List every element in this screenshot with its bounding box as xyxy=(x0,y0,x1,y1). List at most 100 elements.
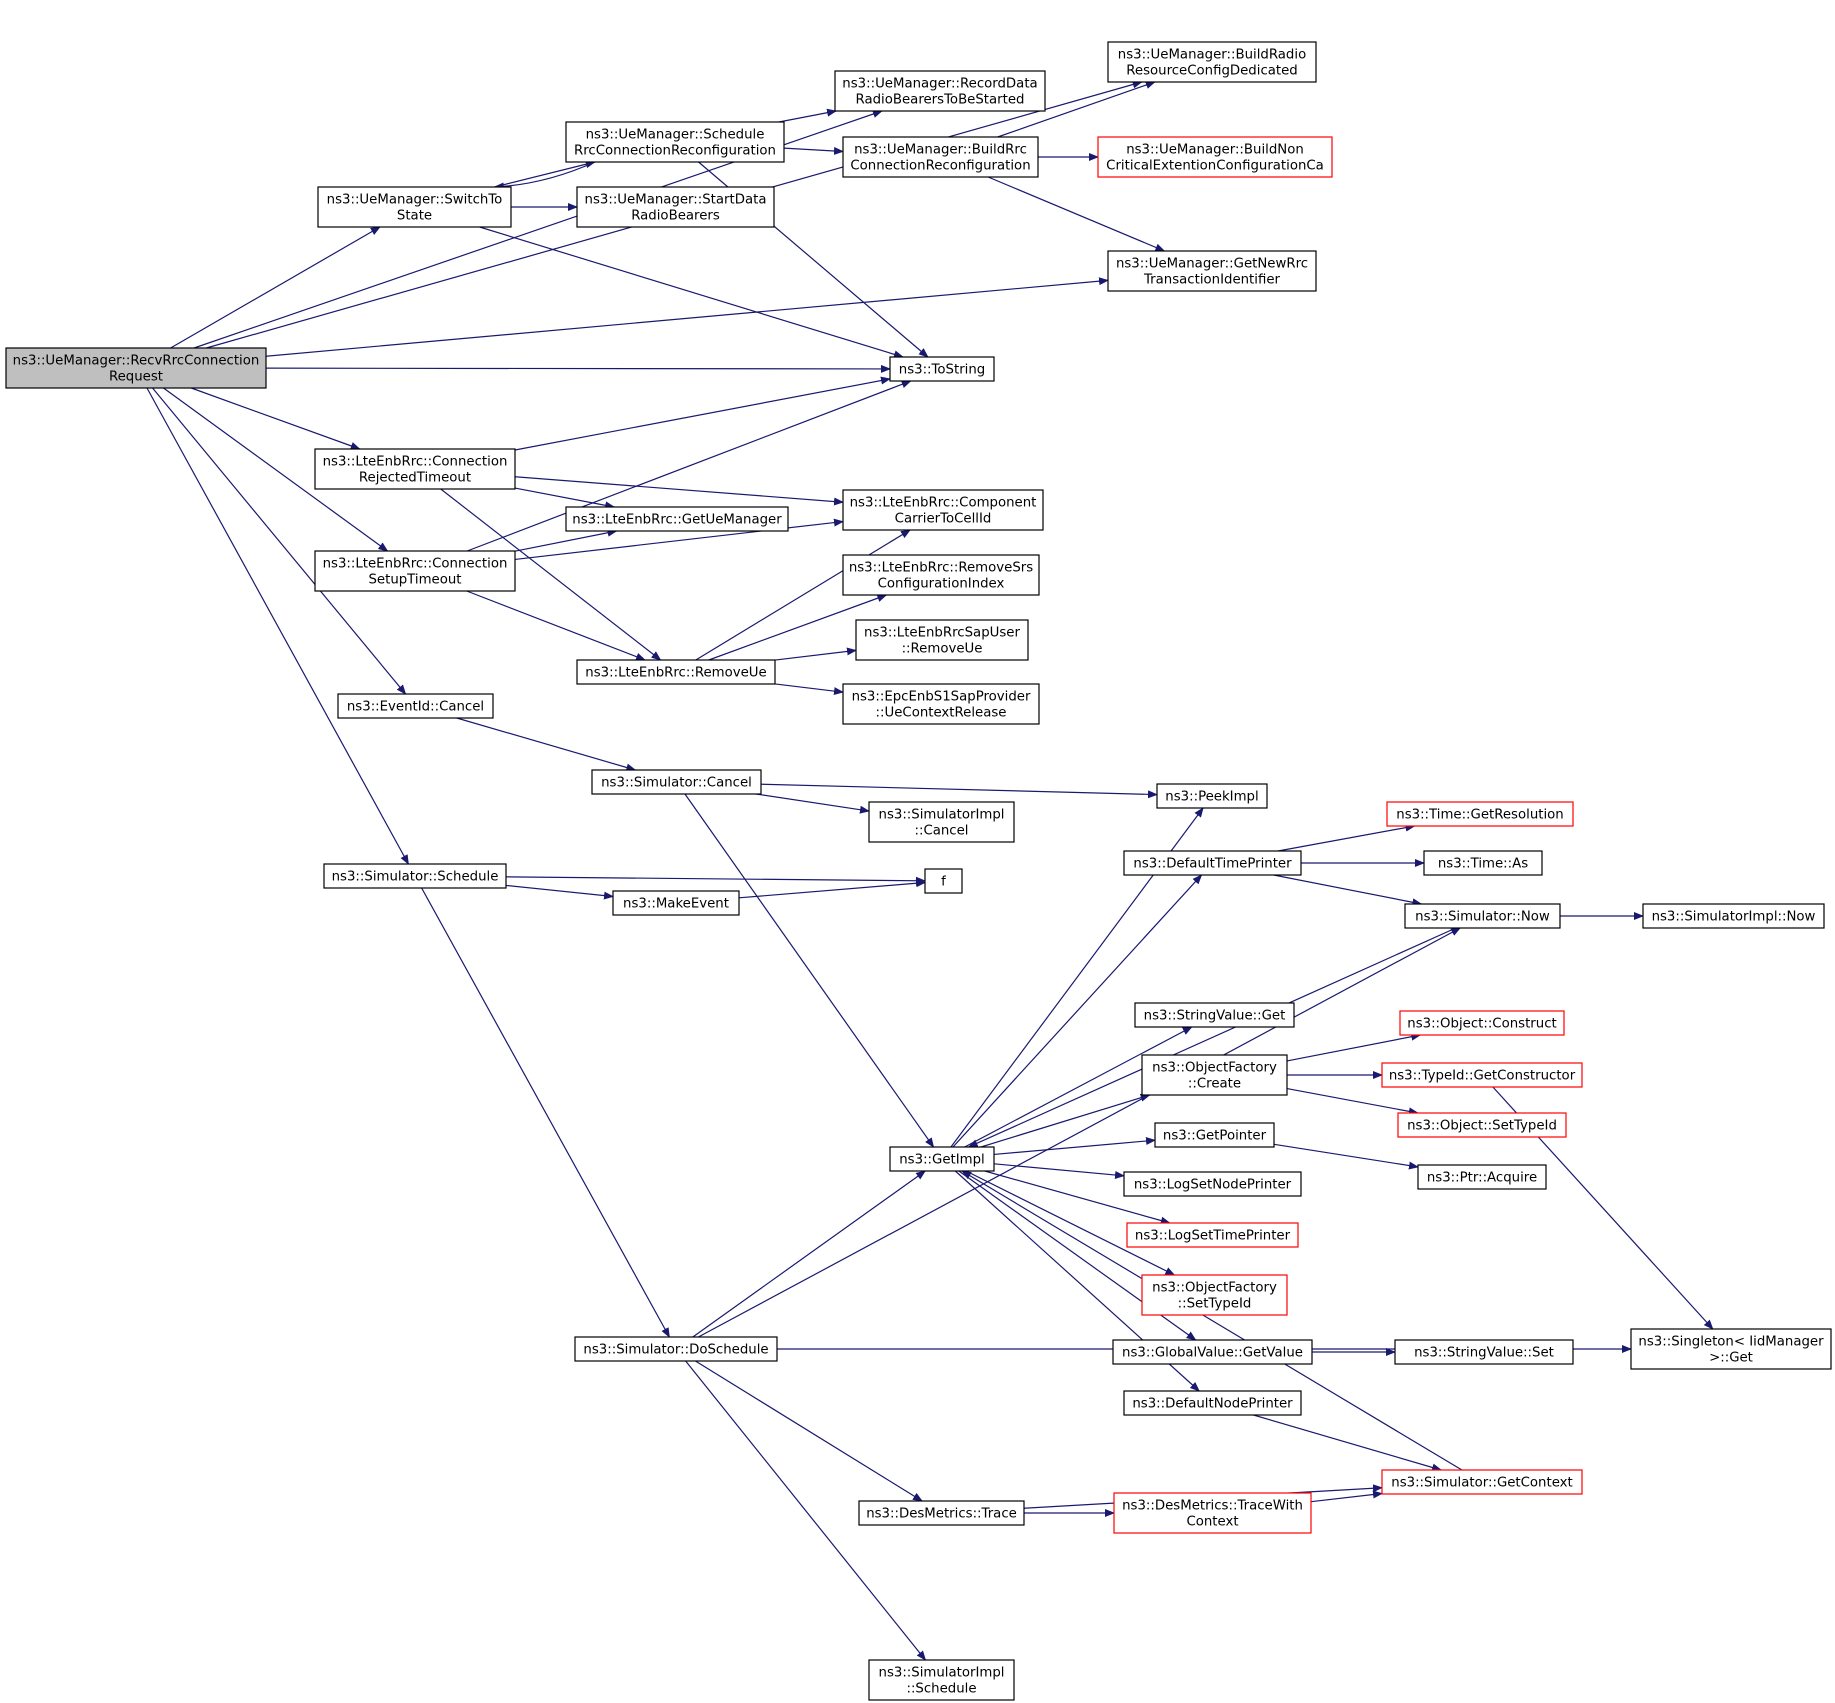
node-removeUe[interactable]: ns3::LteEnbRrc::RemoveUe xyxy=(576,659,776,685)
node-getUeManager[interactable]: ns3::LteEnbRrc::GetUeManager xyxy=(565,506,789,532)
node-eventCancel[interactable]: ns3::EventId::Cancel xyxy=(337,693,494,719)
edge-path xyxy=(1286,1032,1422,1062)
node-objectConstruct[interactable]: ns3::Object::Construct xyxy=(1399,1010,1565,1036)
node-label: RrcConnectionReconfiguration xyxy=(574,144,776,159)
node-label: ns3::Simulator::Cancel xyxy=(601,776,752,791)
node-logSetTime[interactable]: ns3::LogSetTimePrinter xyxy=(1126,1222,1299,1248)
edge-path xyxy=(265,364,891,373)
node-stringValueSet[interactable]: ns3::StringValue::Set xyxy=(1394,1339,1574,1365)
edge-simDoSchedule-to-getImpl xyxy=(692,1170,927,1338)
node-objFactoryCreate[interactable]: ns3::ObjectFactory::Create xyxy=(1141,1054,1288,1096)
node-label: ns3::SimulatorImpl xyxy=(879,1666,1005,1681)
node-desTrace[interactable]: ns3::DesMetrics::Trace xyxy=(858,1500,1025,1526)
node-buildRrc[interactable]: ns3::UeManager::BuildRrcConnectionReconf… xyxy=(842,136,1039,178)
node-timeAs[interactable]: ns3::Time::As xyxy=(1423,850,1543,876)
edge-root-to-getNewRrc xyxy=(265,277,1109,357)
node-label: RejectedTimeout xyxy=(359,471,471,486)
node-timeGetRes[interactable]: ns3::Time::GetResolution xyxy=(1386,801,1574,827)
node-simImplCancel[interactable]: ns3::SimulatorImpl::Cancel xyxy=(868,801,1015,843)
node-stringValueGet[interactable]: ns3::StringValue::Get xyxy=(1134,1002,1295,1028)
node-toString[interactable]: ns3::ToString xyxy=(889,356,995,382)
node-getImpl[interactable]: ns3::GetImpl xyxy=(889,1146,995,1172)
node-buildRadio[interactable]: ns3::UeManager::BuildRadioResourceConfig… xyxy=(1107,41,1317,83)
node-box xyxy=(1123,1390,1302,1416)
node-removeSrs[interactable]: ns3::LteEnbRrc::RemoveSrsConfigurationIn… xyxy=(842,554,1040,596)
node-sapRemoveUe[interactable]: ns3::LteEnbRrcSapUser::RemoveUe xyxy=(855,619,1029,661)
node-label: ns3::LogSetTimePrinter xyxy=(1135,1229,1291,1244)
node-epcRelease[interactable]: ns3::EpcEnbS1SapProvider::UeContextRelea… xyxy=(842,683,1040,725)
node-box xyxy=(1642,903,1825,929)
node-label: ns3::LteEnbRrc::Connection xyxy=(323,455,508,470)
node-f[interactable]: f xyxy=(924,868,963,894)
edge-path xyxy=(778,108,838,123)
node-label: State xyxy=(397,209,432,224)
edge-path xyxy=(191,387,361,450)
node-label: CarrierToCellId xyxy=(895,512,992,527)
node-simImplNow[interactable]: ns3::SimulatorImpl::Now xyxy=(1642,903,1825,929)
node-label: ns3::ObjectFactory xyxy=(1152,1281,1277,1296)
edge-path xyxy=(980,1093,1151,1148)
node-buildNon[interactable]: ns3::UeManager::BuildNonCriticalExtentio… xyxy=(1097,136,1333,178)
node-ptrAcquire[interactable]: ns3::Ptr::Acquire xyxy=(1417,1164,1547,1190)
node-simCancel[interactable]: ns3::Simulator::Cancel xyxy=(591,769,762,795)
node-objFactorySetTypeId[interactable]: ns3::ObjectFactory::SetTypeId xyxy=(1141,1274,1288,1316)
node-simImplSchedule[interactable]: ns3::SimulatorImpl::Schedule xyxy=(868,1659,1015,1701)
node-getPointer[interactable]: ns3::GetPointer xyxy=(1154,1122,1275,1148)
edge-simDoSchedule-to-simImplSchedule xyxy=(685,1360,927,1661)
node-simGetContext[interactable]: ns3::Simulator::GetContext xyxy=(1381,1469,1583,1495)
node-label: ns3::LteEnbRrc::Connection xyxy=(323,557,508,572)
edge-path xyxy=(514,476,844,506)
node-simSchedule[interactable]: ns3::Simulator::Schedule xyxy=(323,863,507,889)
node-box xyxy=(889,356,995,382)
node-simDoSchedule[interactable]: ns3::Simulator::DoSchedule xyxy=(574,1336,778,1362)
node-globalGetValue[interactable]: ns3::GlobalValue::GetValue xyxy=(1112,1339,1313,1365)
node-objectSetTypeId[interactable]: ns3::Object::SetTypeId xyxy=(1397,1112,1567,1138)
edge-path xyxy=(163,387,389,552)
node-scheduleRrc[interactable]: ns3::UeManager::ScheduleRrcConnectionRec… xyxy=(565,121,785,163)
edge-path xyxy=(456,717,637,772)
node-label: ::UeContextRelease xyxy=(876,706,1007,721)
edge-getPointer-to-ptrAcquire xyxy=(1273,1143,1419,1170)
node-box xyxy=(868,801,1015,843)
node-logSetNode[interactable]: ns3::LogSetNodePrinter xyxy=(1123,1171,1302,1197)
node-connRejected[interactable]: ns3::LteEnbRrc::ConnectionRejectedTimeou… xyxy=(314,448,516,490)
edge-switchTo-to-toString xyxy=(479,226,904,359)
node-label: ::Create xyxy=(1188,1077,1241,1092)
node-defaultTimePrinter[interactable]: ns3::DefaultTimePrinter xyxy=(1123,850,1302,876)
node-label: ResourceConfigDedicated xyxy=(1126,64,1298,79)
edge-path xyxy=(1277,823,1416,852)
node-simNow[interactable]: ns3::Simulator::Now xyxy=(1404,903,1561,929)
node-makeEvent[interactable]: ns3::MakeEvent xyxy=(612,890,740,916)
edge-desTraceWith-to-simGetContext xyxy=(1310,1490,1383,1503)
edge-getImpl-to-defaultTimePrinter xyxy=(952,874,1203,1148)
edge-path xyxy=(466,380,912,552)
node-label: ::Cancel xyxy=(914,824,968,839)
node-label: ns3::DefaultNodePrinter xyxy=(1132,1397,1293,1412)
node-defaultNodePrinter[interactable]: ns3::DefaultNodePrinter xyxy=(1123,1390,1302,1416)
node-label: ns3::UeManager::RecvRrcConnection xyxy=(13,354,260,369)
edge-path xyxy=(698,927,1462,1338)
node-box xyxy=(1154,1122,1275,1148)
node-typeIdGetCtor[interactable]: ns3::TypeId::GetConstructor xyxy=(1381,1062,1583,1088)
node-singletonGet[interactable]: ns3::Singleton< IidManager>::Get xyxy=(1630,1328,1832,1370)
edge-objFactoryCreate-to-objectSetTypeId xyxy=(1286,1087,1419,1116)
edge-root-to-connSetup xyxy=(163,387,389,552)
node-box xyxy=(314,448,516,490)
node-recordData[interactable]: ns3::UeManager::RecordDataRadioBearersTo… xyxy=(834,70,1046,112)
edge-path xyxy=(997,81,1156,138)
node-box xyxy=(842,683,1040,725)
node-box xyxy=(1123,1171,1302,1197)
node-peekImpl[interactable]: ns3::PeekImpl xyxy=(1156,783,1268,809)
edge-path xyxy=(755,793,870,814)
node-label: RadioBearers xyxy=(631,209,720,224)
edge-path xyxy=(152,387,407,695)
edge-connSetup-to-toString xyxy=(466,380,912,552)
node-getNewRrc[interactable]: ns3::UeManager::GetNewRrcTransactionIden… xyxy=(1107,250,1317,292)
node-label: ns3::PeekImpl xyxy=(1165,790,1258,805)
